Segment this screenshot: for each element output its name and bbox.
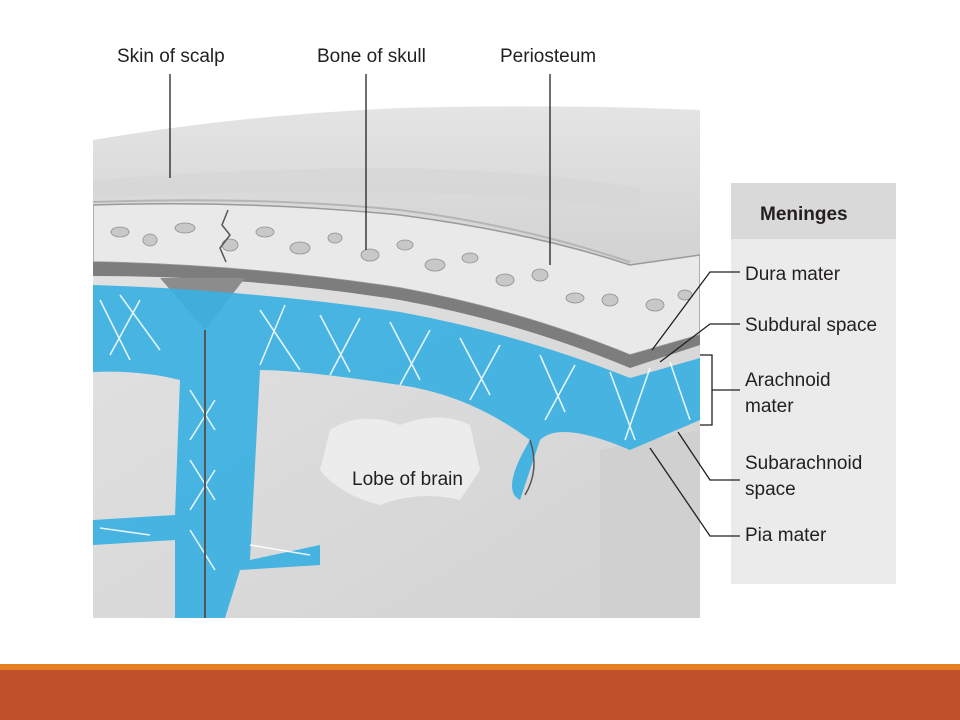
legend-subdural-space: Subdural space bbox=[745, 315, 877, 336]
legend-panel bbox=[731, 183, 896, 584]
legend-subarachnoid-line2: space bbox=[745, 479, 796, 500]
skull-suture bbox=[219, 209, 231, 263]
leader-pia-mater bbox=[649, 447, 740, 537]
legend-arachnoid-line1: Arachnoid bbox=[745, 370, 831, 391]
legend-subarachnoid-line1: Subarachnoid bbox=[745, 453, 862, 474]
cross-section-illustration bbox=[93, 106, 700, 618]
legend-title: Meninges bbox=[760, 204, 848, 225]
bone-trabeculae bbox=[110, 222, 693, 312]
arachnoid-subarachnoid-layer bbox=[93, 285, 700, 618]
legend-header bbox=[731, 183, 896, 239]
label-skin-of-scalp: Skin of scalp bbox=[117, 46, 225, 67]
periosteum-line bbox=[93, 199, 631, 263]
sulcus-pia bbox=[524, 439, 535, 496]
cortex-patch bbox=[320, 417, 480, 505]
legend-arachnoid-line2: mater bbox=[745, 396, 794, 417]
legend-pia-mater: Pia mater bbox=[745, 525, 827, 546]
slide-accent-bar-thin bbox=[0, 664, 960, 670]
label-bone-of-skull: Bone of skull bbox=[317, 46, 426, 67]
label-lobe-of-brain: Lobe of brain bbox=[352, 469, 463, 490]
leader-subarachnoid-space bbox=[677, 431, 740, 481]
bracket-arachnoid bbox=[700, 354, 713, 426]
dura-mater-band bbox=[93, 262, 700, 368]
arachnoid-trabeculae bbox=[99, 294, 691, 571]
label-periosteum: Periosteum bbox=[500, 46, 596, 67]
cortex-cut-face bbox=[600, 430, 700, 618]
legend-dura-mater: Dura mater bbox=[745, 264, 841, 285]
leader-dura-mater bbox=[651, 271, 740, 351]
slide-accent-bar-thick bbox=[0, 670, 960, 720]
leader-subdural-space bbox=[659, 323, 740, 363]
